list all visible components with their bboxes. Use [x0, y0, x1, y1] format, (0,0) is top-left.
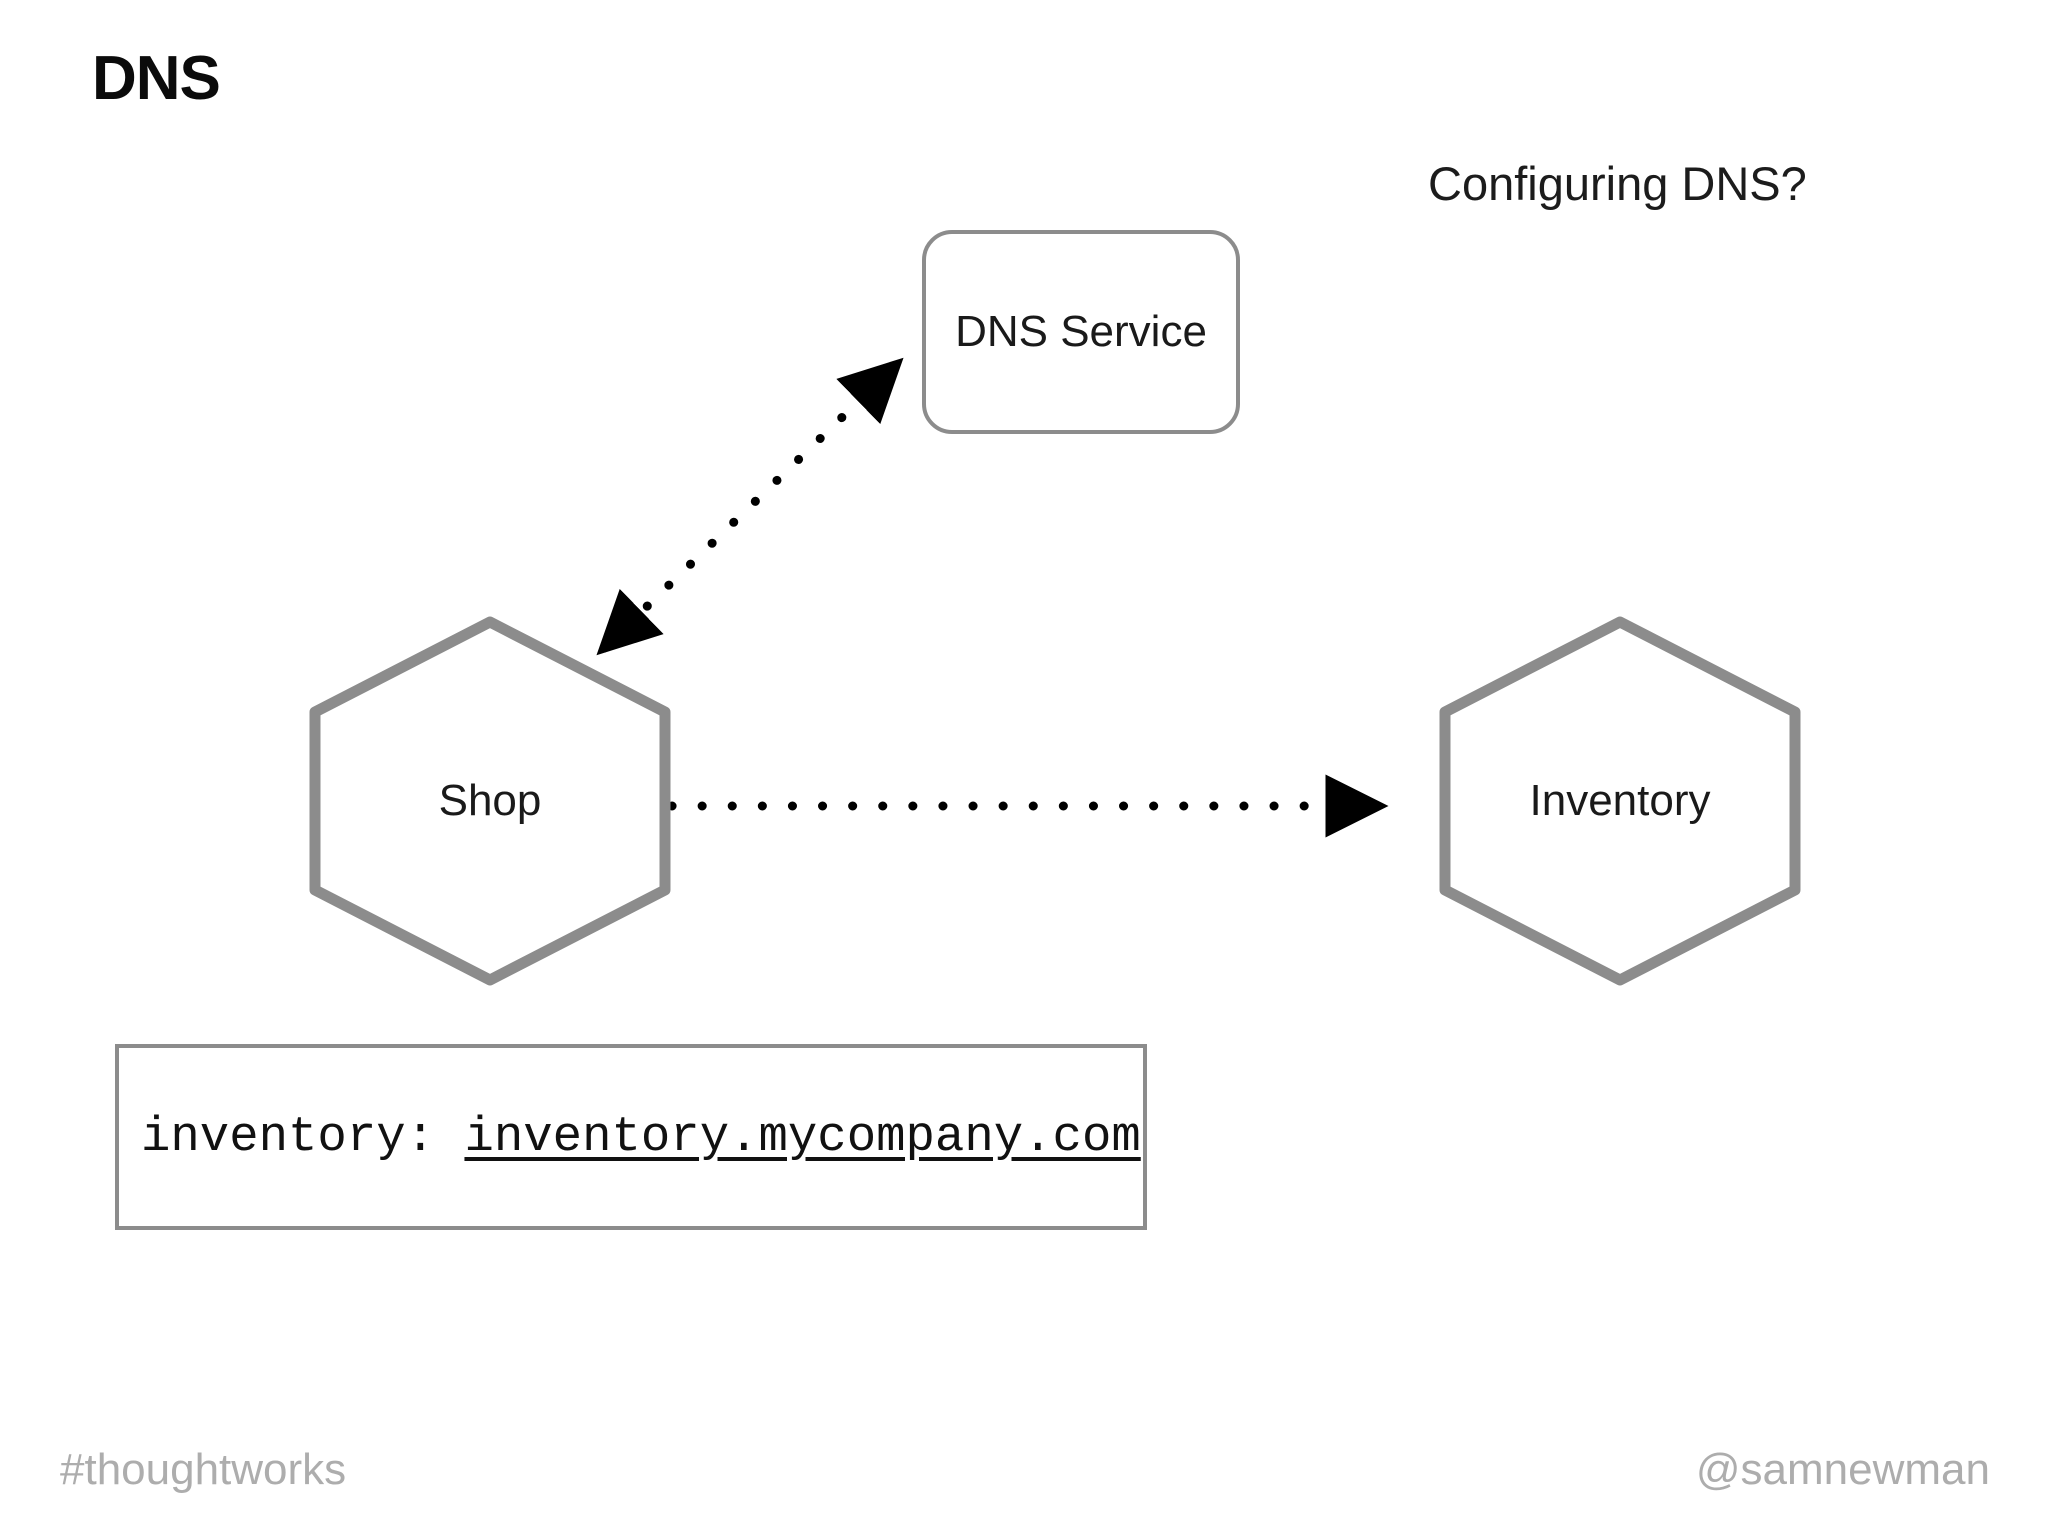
config-box: inventory: inventory.mycompany.com: [115, 1044, 1147, 1230]
config-key: inventory:: [141, 1109, 465, 1165]
page-title: DNS: [92, 44, 221, 113]
footer-handle: @samnewman: [1695, 1445, 1990, 1494]
hexagon-shape-shop: [309, 616, 671, 986]
connector-shop-dns-service: [596, 357, 904, 656]
node-dns-service-label: DNS Service: [955, 307, 1207, 356]
node-shop[interactable]: Shop: [305, 612, 675, 990]
config-text: inventory: inventory.mycompany.com: [119, 1109, 1141, 1165]
annotation-configuring-dns: Configuring DNS?: [1428, 157, 1807, 210]
hexagon-shape-inventory: [1439, 616, 1801, 986]
node-inventory[interactable]: Inventory: [1435, 612, 1805, 990]
config-value: inventory.mycompany.com: [464, 1109, 1141, 1165]
node-inventory-label: Inventory: [1529, 776, 1711, 825]
node-shop-label: Shop: [438, 776, 542, 825]
node-dns-service[interactable]: DNS Service: [922, 230, 1240, 434]
footer-hashtag: #thoughtworks: [60, 1445, 347, 1494]
